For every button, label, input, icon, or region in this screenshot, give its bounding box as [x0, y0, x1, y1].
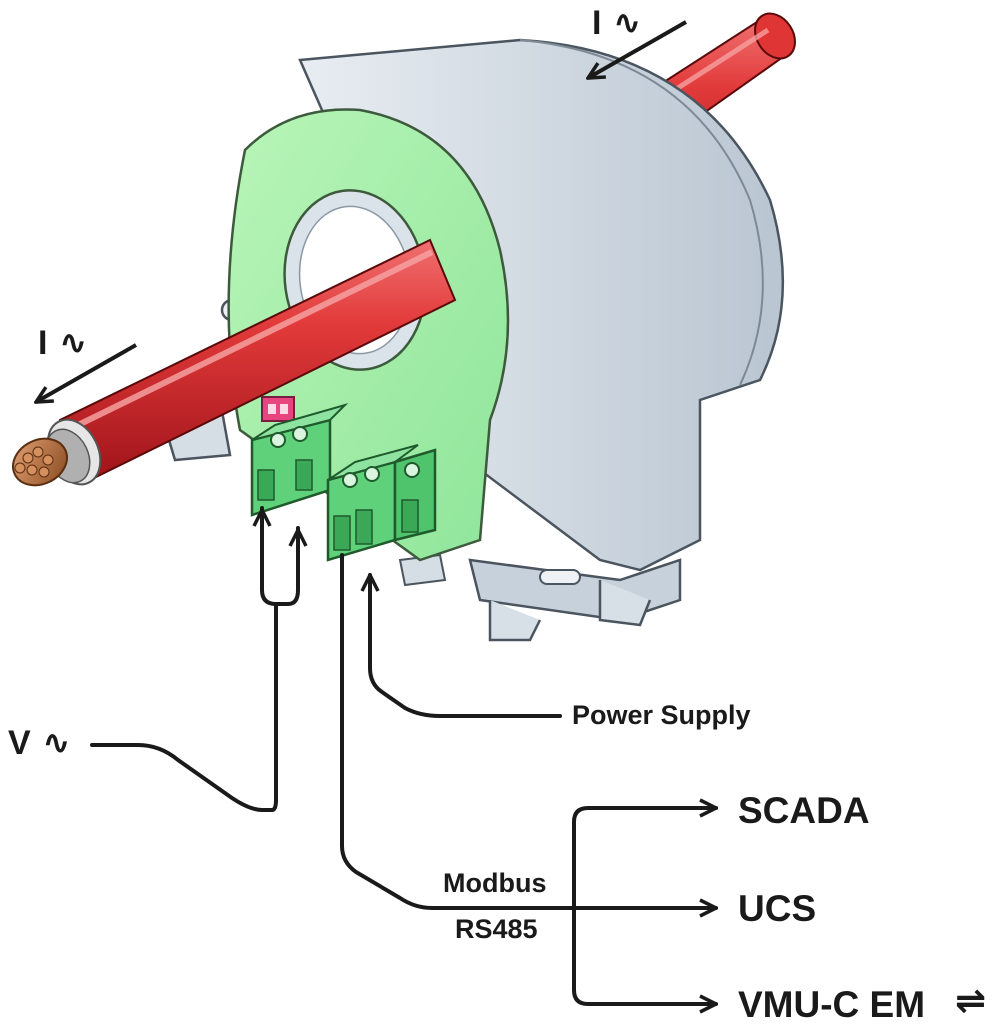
terminal-block-power	[393, 448, 437, 542]
terminal-block-modbus	[326, 444, 419, 562]
terminal-blocks	[250, 402, 437, 562]
copper-conductor	[12, 437, 68, 487]
dip-switch	[261, 396, 295, 422]
bidirectional-arrow-icon: ⇌	[955, 980, 987, 1021]
power-supply-wire	[370, 573, 562, 718]
branch-scada	[572, 808, 718, 910]
terminal-block-voltage	[250, 402, 349, 517]
label-vmu: VMU-C EM	[738, 984, 926, 1025]
label-current-left: I ∿	[38, 324, 89, 362]
label-voltage: V ∿	[8, 724, 72, 762]
current-arrows	[36, 20, 687, 402]
label-scada: SCADA	[738, 790, 870, 831]
label-ucs: UCS	[738, 888, 817, 929]
cable-front-segment	[12, 238, 457, 487]
label-rs485: RS485	[455, 914, 538, 944]
modbus-wire	[340, 553, 718, 908]
wiring	[90, 506, 718, 1004]
current-arrow-left	[36, 343, 137, 402]
voltage-fork	[260, 506, 300, 606]
current-arrow-top	[588, 20, 687, 78]
voltage-wire	[90, 602, 278, 812]
label-modbus: Modbus	[443, 868, 547, 898]
branch-vmu	[572, 906, 718, 1004]
label-power-supply: Power Supply	[572, 700, 751, 730]
label-current-top: I ∿	[592, 4, 643, 42]
